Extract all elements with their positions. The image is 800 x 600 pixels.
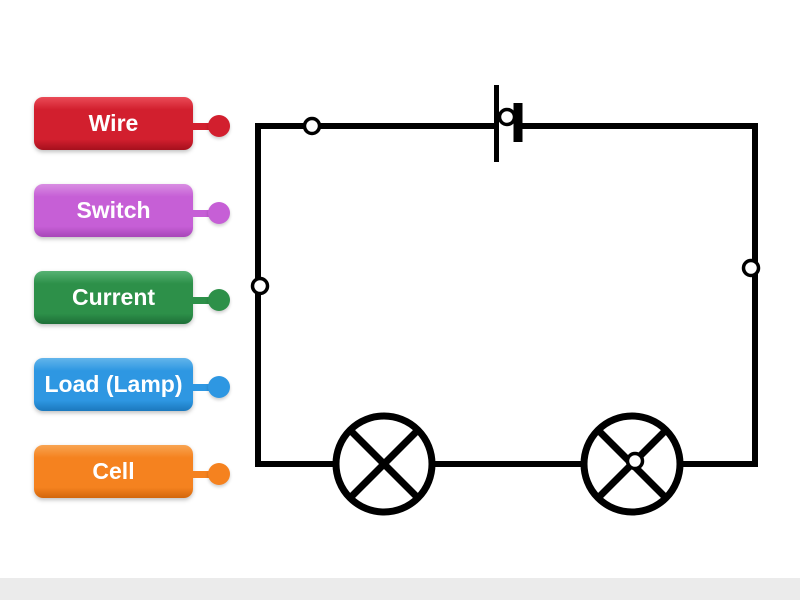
label-text: Load (Lamp) [44,371,183,397]
wire-lines [255,123,758,467]
lamp-icon-left [332,412,436,516]
label-text: Current [71,284,156,310]
battery-cell-icon [494,85,523,162]
connector-stem [189,210,215,217]
label-text: Cell [92,458,135,484]
connector-stem [189,297,215,304]
hotspot-battery[interactable] [497,107,517,127]
hotspot-top-wire[interactable] [302,116,322,136]
label-chip-switch[interactable]: Switch [34,184,230,237]
footer-strip [0,578,800,600]
label-text: Switch [76,197,151,223]
hotspot-left-wire[interactable] [250,276,270,296]
connector-dot[interactable] [208,463,230,485]
label-chip-wire[interactable]: Wire [34,97,230,150]
connector-dot[interactable] [208,202,230,224]
connector-dot[interactable] [208,115,230,137]
lamp-cross-line [347,427,421,501]
connector-stem [189,471,215,478]
hotspot-right-wire[interactable] [741,258,761,278]
label-chip-cell[interactable]: Cell [34,445,230,498]
label-text: Wire [88,110,139,136]
wire-right-loop [518,123,758,467]
connector-stem [189,123,215,130]
connector-stem [189,384,215,391]
connector-dot[interactable] [208,376,230,398]
connector-dot[interactable] [208,289,230,311]
label-chip-current[interactable]: Current [34,271,230,324]
hotspot-group [250,107,761,471]
hotspot-right-lamp[interactable] [625,451,645,471]
label-chip-load-lamp[interactable]: Load (Lamp) [34,358,230,411]
